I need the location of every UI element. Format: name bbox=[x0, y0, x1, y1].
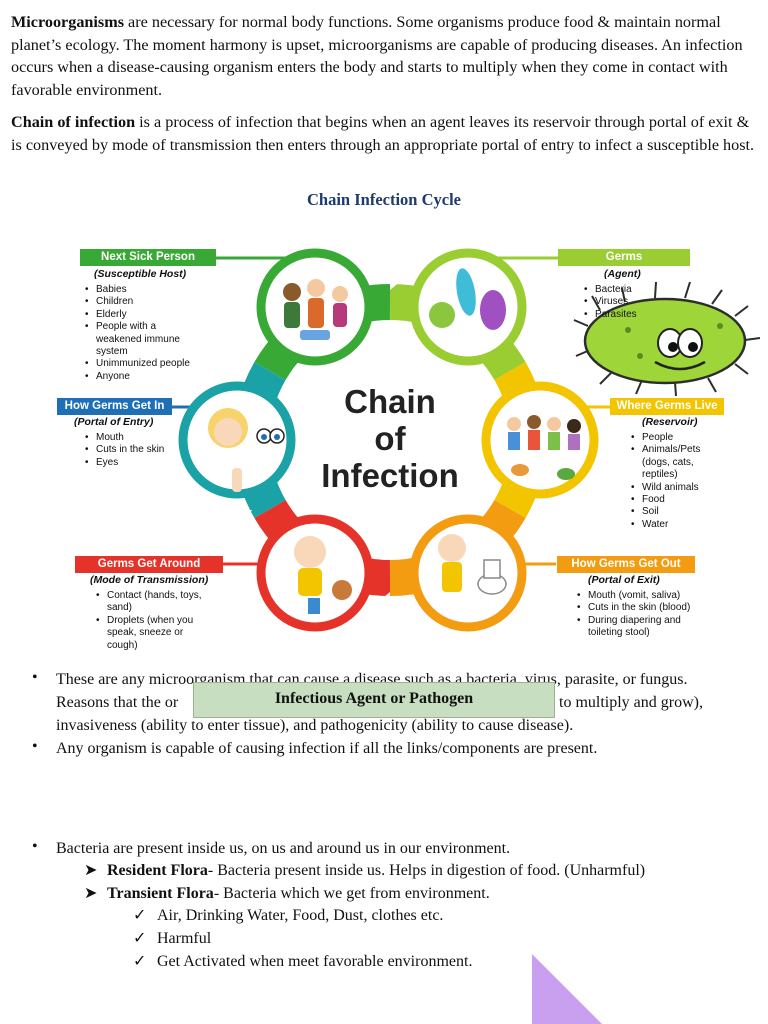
people-icon bbox=[283, 279, 348, 340]
check-item: Harmful bbox=[157, 930, 212, 947]
label-germs: Germs bbox=[558, 249, 690, 266]
bullet-icon: • bbox=[32, 738, 38, 755]
list-portal-of-exit: Mouth (vomit, saliva) Cuts in the skin (… bbox=[576, 590, 704, 640]
resident-flora-term: Resident Flora bbox=[107, 862, 208, 879]
list-item: Cuts in the skin (blood) bbox=[576, 602, 704, 615]
sub-agent: (Agent) bbox=[604, 268, 641, 280]
intro-text-2: is a process of infection that begins wh… bbox=[11, 113, 755, 154]
list-item: During diapering and toileting stool) bbox=[576, 615, 704, 640]
list-item: Wild animals bbox=[630, 482, 720, 495]
term-chain-of-infection: Chain of infection bbox=[11, 113, 136, 131]
arrow-bullet-icon: ➤ bbox=[84, 862, 98, 879]
check-icon: ✓ bbox=[133, 930, 147, 947]
arrow-icon bbox=[378, 592, 390, 610]
label-germs-get-around: Germs Get Around bbox=[75, 556, 223, 573]
center-label-line-3: Infection bbox=[321, 457, 459, 494]
bullet-icon: • bbox=[32, 838, 38, 855]
pathogen-heading-box: Infectious Agent or Pathogen bbox=[193, 682, 555, 718]
arrow-icon bbox=[238, 510, 252, 524]
list-item: Eyes bbox=[84, 457, 194, 470]
arrow-bullet-icon: ➤ bbox=[84, 885, 98, 902]
list-item: Droplets (when you speak, sneeze or coug… bbox=[95, 615, 210, 652]
check-icon: ✓ bbox=[133, 907, 147, 924]
transient-flora-desc: - Bacteria which we get from environment… bbox=[213, 885, 490, 902]
list-item: Babies bbox=[84, 284, 204, 297]
list-item: Unimmunized people bbox=[84, 358, 204, 371]
list-mode-of-transmission: Contact (hands, toys, sand) Droplets (wh… bbox=[95, 590, 210, 652]
list-item: Children bbox=[84, 296, 204, 309]
resident-flora-line: Resident Flora- Bacteria present inside … bbox=[107, 860, 645, 883]
arrow-icon bbox=[530, 356, 544, 370]
center-label: Chain of Infection bbox=[300, 383, 480, 494]
list-item: Parasites bbox=[583, 309, 653, 322]
cycle-arrows bbox=[238, 270, 544, 610]
list-item: Viruses bbox=[583, 296, 653, 309]
node-how-germs-get-out bbox=[409, 514, 527, 632]
bullet-text-1-line2-left: Reasons that the or bbox=[56, 694, 179, 711]
list-item: Mouth (vomit, saliva) bbox=[576, 590, 704, 603]
check-icon: ✓ bbox=[133, 953, 147, 970]
check-item: Get Activated when meet favorable enviro… bbox=[157, 953, 473, 970]
term-microorganisms: Microorganisms bbox=[11, 13, 124, 31]
list-item: Mouth bbox=[84, 432, 194, 445]
girl-touching-face-icon bbox=[208, 408, 285, 492]
center-circle bbox=[292, 342, 488, 538]
list-item: Bacteria bbox=[583, 284, 653, 297]
transient-flora-term: Transient Flora bbox=[107, 885, 214, 902]
label-where-germs-live: Where Germs Live bbox=[610, 398, 724, 415]
transient-flora-line: Transient Flora- Bacteria which we get f… bbox=[107, 883, 490, 906]
bullet-text-1-line3: invasiveness (ability to enter tissue), … bbox=[56, 717, 574, 734]
list-item: People bbox=[630, 432, 720, 445]
list-agent: Bacteria Viruses Parasites bbox=[583, 284, 653, 322]
list-susceptible-host: Babies Children Elderly People with a we… bbox=[84, 284, 204, 384]
label-how-germs-get-out: How Germs Get Out bbox=[557, 556, 695, 573]
list-item: Cuts in the skin bbox=[84, 444, 194, 457]
center-label-line-2: of bbox=[374, 420, 406, 457]
list-item: Elderly bbox=[84, 309, 204, 322]
germ-icon bbox=[429, 268, 506, 330]
boy-and-toilet-icon bbox=[438, 534, 507, 595]
list-item: Food bbox=[630, 494, 720, 507]
sub-portal-of-entry: (Portal of Entry) bbox=[74, 416, 154, 428]
label-next-sick-person: Next Sick Person bbox=[80, 249, 216, 266]
figure-title: Chain Infection Cycle bbox=[307, 190, 461, 209]
list-item: Contact (hands, toys, sand) bbox=[95, 590, 210, 615]
sneezing-child-icon bbox=[294, 536, 352, 614]
sub-reservoir: (Reservoir) bbox=[642, 416, 698, 428]
bullet-text-2: Any organism is capable of causing infec… bbox=[56, 740, 598, 757]
arrow-icon bbox=[390, 270, 402, 290]
bullet-icon: • bbox=[32, 669, 38, 686]
sub-portal-of-exit: (Portal of Exit) bbox=[588, 574, 660, 586]
list-item: Water bbox=[630, 519, 720, 532]
intro-paragraph-1: Microorganisms are necessary for normal … bbox=[11, 11, 759, 101]
chain-infection-diagram bbox=[170, 248, 761, 632]
sub-mode-of-transmission: (Mode of Transmission) bbox=[90, 574, 209, 586]
list-reservoir: People Animals/Pets (dogs, cats, reptile… bbox=[630, 432, 720, 532]
list-item: People with a weakened immune system bbox=[84, 321, 204, 358]
arrow-icon bbox=[238, 342, 252, 356]
sub-susceptible-host: (Susceptible Host) bbox=[94, 268, 187, 280]
intro-text-1: are necessary for normal body functions.… bbox=[11, 13, 743, 99]
center-label-line-1: Chain bbox=[344, 383, 436, 420]
arrow-icon bbox=[530, 524, 544, 538]
check-item: Air, Drinking Water, Food, Dust, clothes… bbox=[157, 907, 444, 924]
corner-decoration bbox=[532, 954, 602, 1024]
intro-paragraph-2: Chain of infection is a process of infec… bbox=[11, 111, 759, 156]
label-how-germs-get-in: How Germs Get In bbox=[57, 398, 172, 415]
bullet-text-1-line2-right: to multiply and grow), bbox=[559, 694, 703, 711]
list-item: Anyone bbox=[84, 371, 204, 384]
children-and-animals-icon bbox=[507, 415, 581, 480]
list-portal-of-entry: Mouth Cuts in the skin Eyes bbox=[84, 432, 194, 470]
bacteria-bullet-text: Bacteria are present inside us, on us an… bbox=[56, 840, 511, 857]
list-item: Animals/Pets (dogs, cats, reptiles) bbox=[630, 444, 720, 481]
resident-flora-desc: - Bacteria present inside us. Helps in d… bbox=[207, 862, 646, 879]
list-item: Soil bbox=[630, 506, 720, 519]
